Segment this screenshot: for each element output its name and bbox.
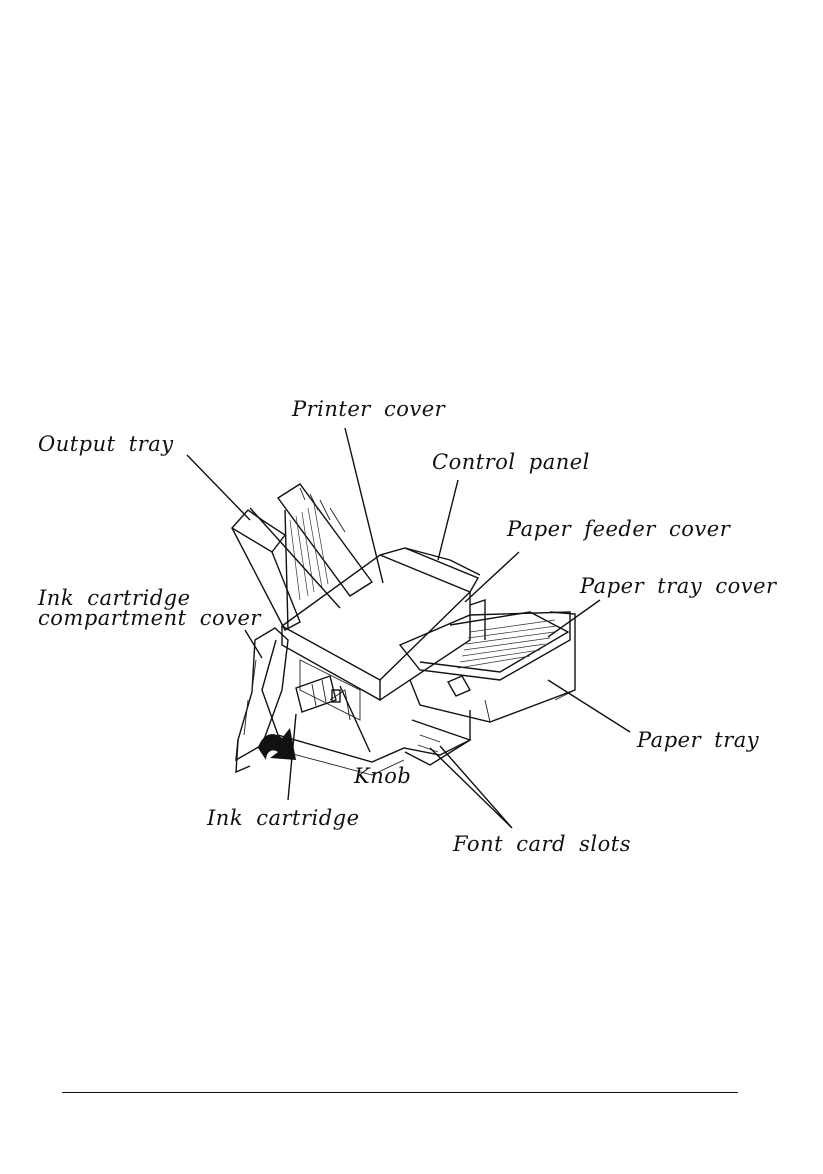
label-printer-cover: Printer cover [292,399,445,420]
label-paper-feeder-cover: Paper feeder cover [507,519,730,540]
footer-rule [62,1092,738,1093]
label-output-tray: Output tray [38,434,174,455]
paper-tray-drawing [400,612,575,722]
font-card-slots-drawing [405,720,470,765]
printer-body-drawing [262,548,485,775]
label-ink-cartridge: Ink cartridge [207,808,360,829]
label-ink-cartridge-compartment-cover-line2: compartment cover [38,608,261,629]
label-font-card-slots: Font card slots [453,834,631,855]
label-paper-tray-cover: Paper tray cover [580,576,777,597]
label-control-panel: Control panel [432,452,590,473]
label-knob: Knob [354,766,411,787]
label-paper-tray: Paper tray [637,730,759,751]
